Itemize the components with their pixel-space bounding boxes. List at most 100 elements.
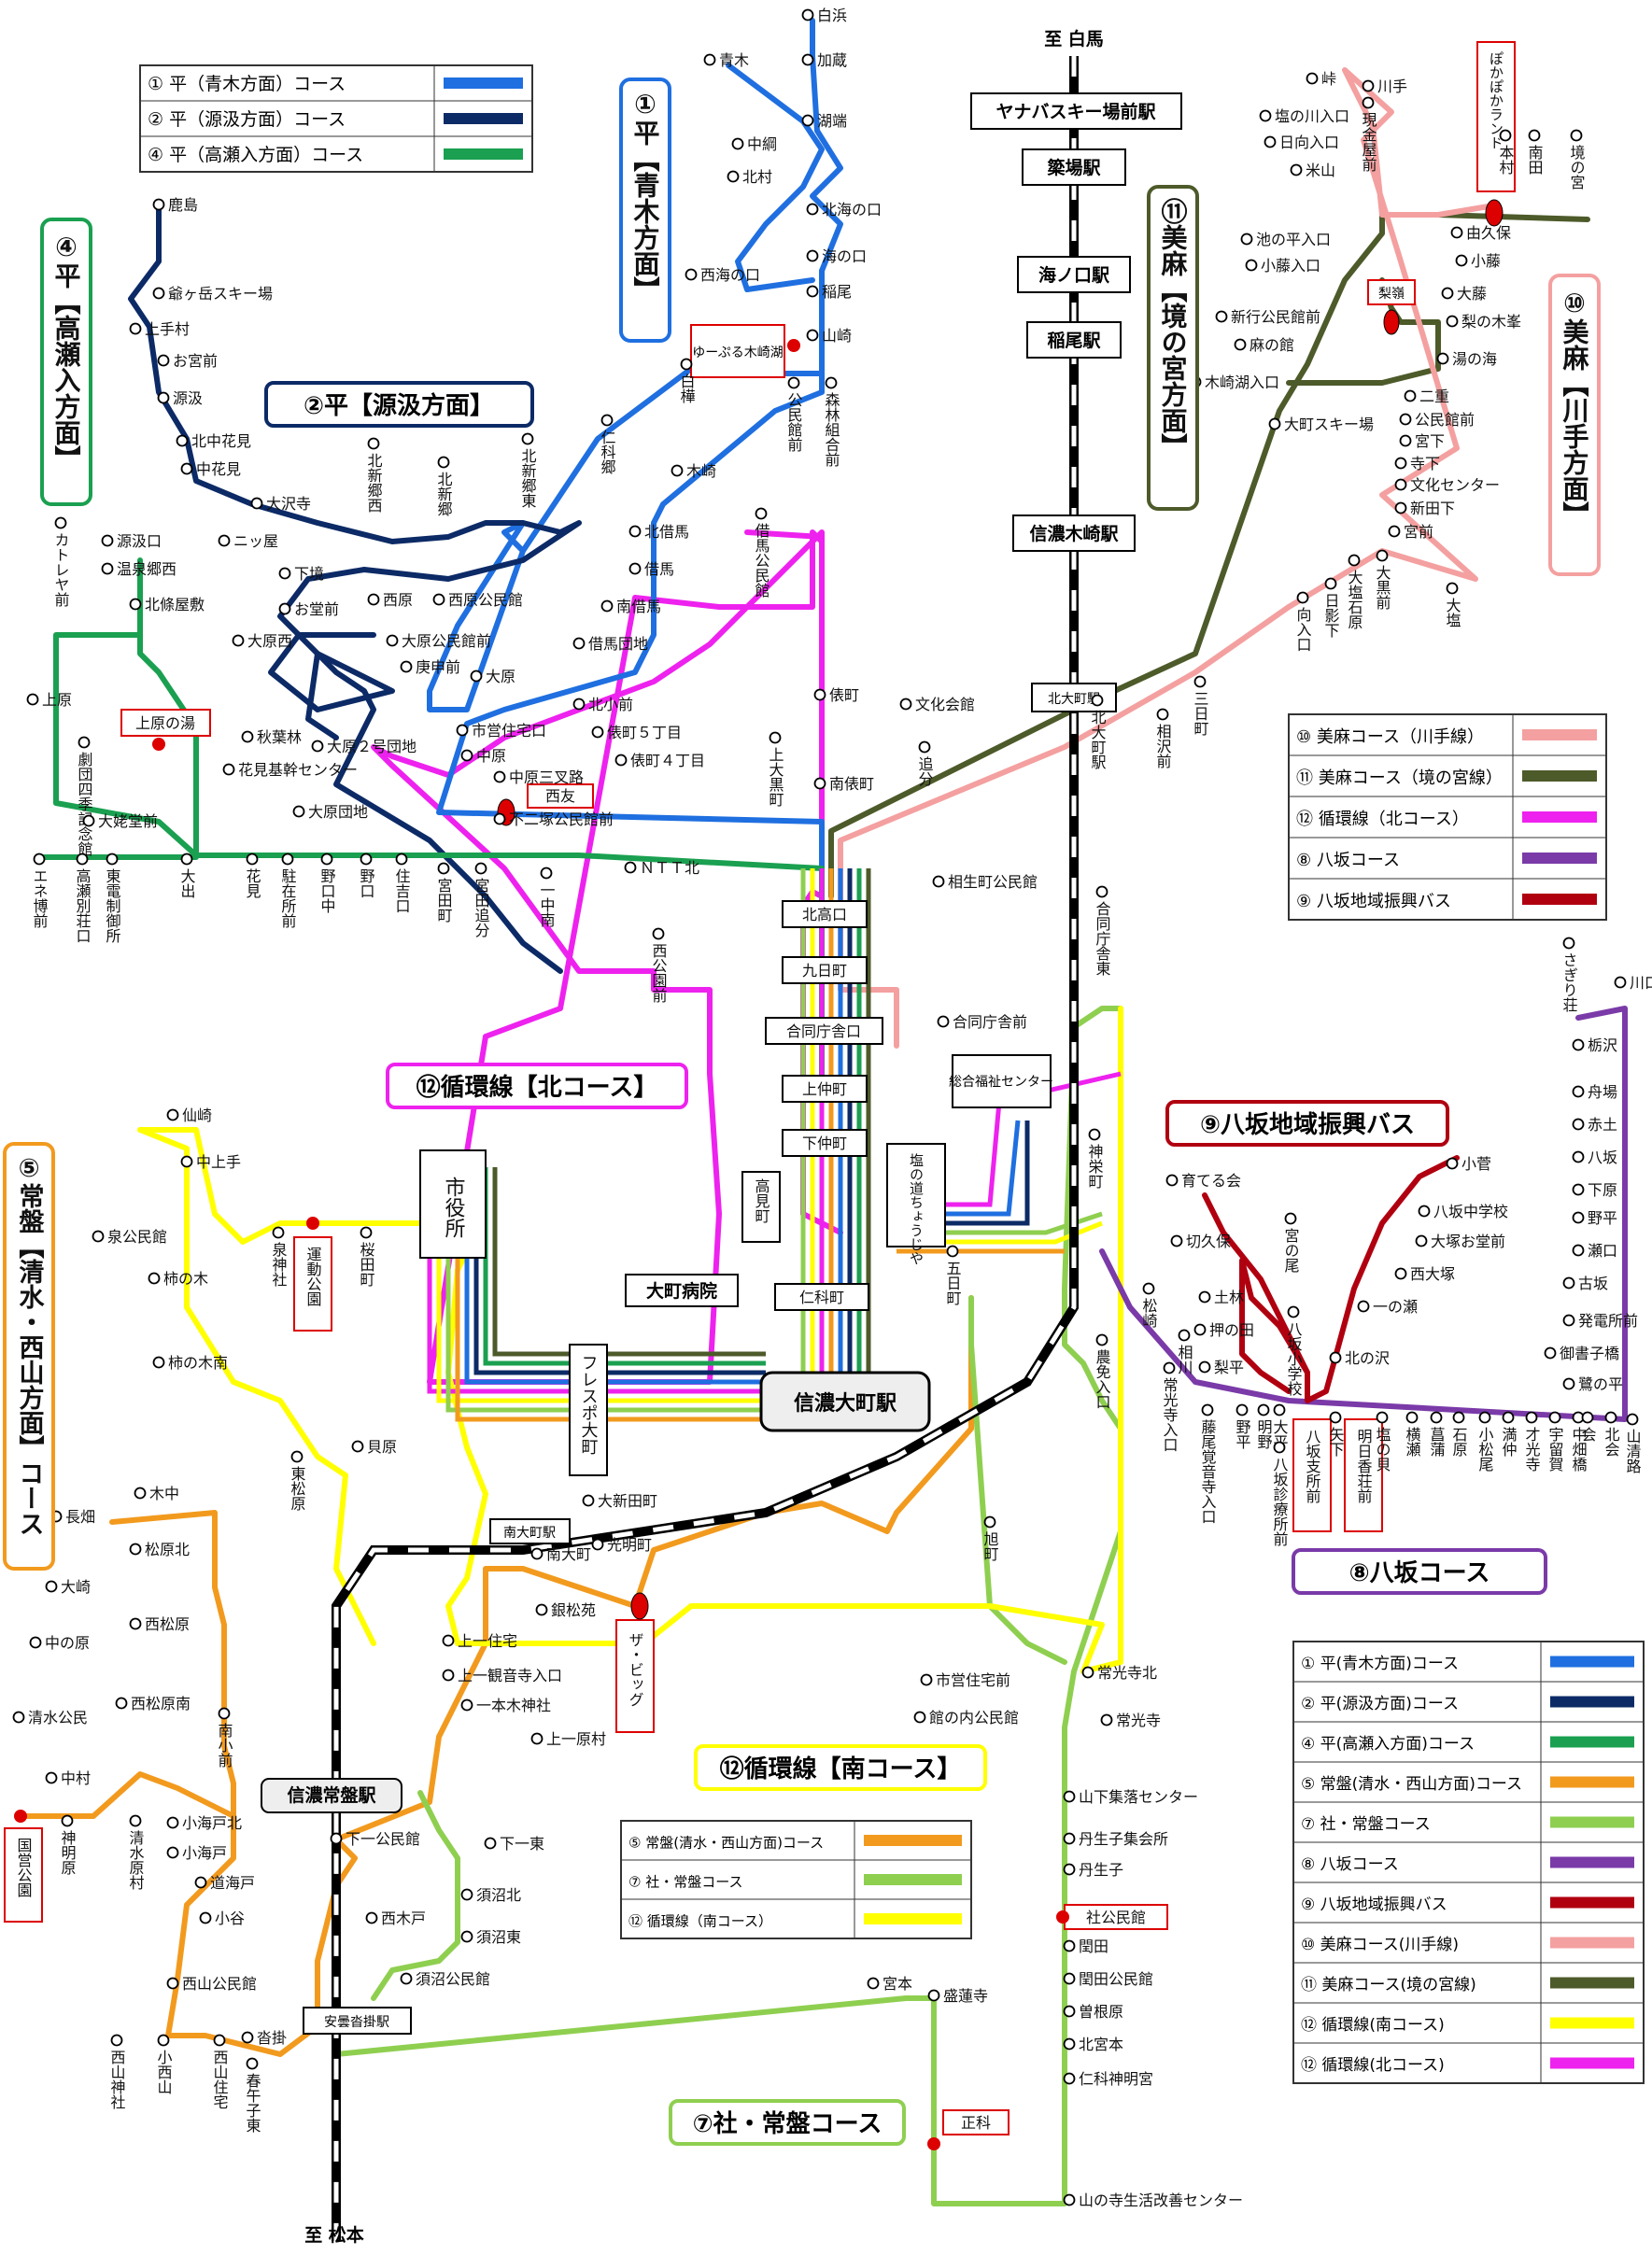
bus-stop-marker[interactable]	[937, 1015, 950, 1028]
bus-stop-marker[interactable]	[1063, 2037, 1076, 2051]
bus-stop-marker[interactable]	[1357, 1300, 1370, 1313]
station-minami-omachi[interactable]: 南大町駅	[489, 1518, 571, 1544]
bus-stop-marker[interactable]	[946, 1245, 959, 1258]
bus-stop-marker[interactable]	[1604, 1411, 1617, 1424]
poi-undo-koen[interactable]: 運動公園	[293, 1217, 332, 1332]
bus-stop-marker[interactable]	[218, 534, 231, 547]
station-yanaba-ski[interactable]: ヤナバスキー場前駅	[970, 92, 1182, 130]
bus-stop-marker[interactable]	[521, 432, 534, 445]
bus-stop-marker[interactable]	[1528, 129, 1541, 142]
bus-stop-marker[interactable]	[1329, 1351, 1342, 1364]
bus-stop-marker[interactable]	[1544, 1346, 1557, 1360]
bus-stop-marker[interactable]	[278, 567, 291, 580]
bus-stop-marker[interactable]	[1063, 2072, 1076, 2085]
bus-stop-marker[interactable]	[367, 437, 380, 450]
bus-stop-marker[interactable]	[460, 1930, 473, 1943]
bus-stop-marker[interactable]	[1273, 1441, 1286, 1454]
bus-stop-marker[interactable]	[1446, 582, 1459, 595]
bus-stop-marker[interactable]	[1198, 1360, 1211, 1374]
bus-stop-marker[interactable]	[1063, 1832, 1076, 1845]
bus-stop-marker[interactable]	[600, 414, 614, 427]
bus-stop-marker[interactable]	[1362, 79, 1375, 92]
bus-stop-marker[interactable]	[157, 391, 170, 404]
bus-stop-marker[interactable]	[272, 1226, 285, 1239]
bus-stop-marker[interactable]	[360, 853, 373, 866]
bus-stop-marker[interactable]	[932, 875, 945, 888]
bus-stop-marker[interactable]	[1100, 1713, 1113, 1726]
bus-stop-marker[interactable]	[129, 1814, 142, 1827]
bus-stop-marker[interactable]	[1581, 1411, 1594, 1424]
bus-stop-marker[interactable]	[1257, 1403, 1270, 1416]
bus-stop-marker[interactable]	[129, 1617, 142, 1630]
bus-stop-marker[interactable]	[1170, 1234, 1183, 1247]
poi-kokuei-koen[interactable]: 国営公園	[4, 1810, 43, 1923]
bus-stop-marker[interactable]	[1324, 577, 1337, 590]
bus-stop-marker[interactable]	[1088, 1128, 1101, 1141]
bus-stop-marker[interactable]	[456, 724, 469, 737]
bus-stop-marker[interactable]	[129, 1543, 142, 1556]
poi-shoshina[interactable]: 正科	[927, 2109, 1010, 2150]
bus-stop-marker[interactable]	[76, 853, 89, 866]
bus-stop-marker[interactable]	[281, 853, 294, 866]
bus-stop-marker[interactable]	[1273, 1403, 1286, 1416]
landmark-fresbo[interactable]: フレスポ大町	[569, 1344, 608, 1476]
bus-stop-marker[interactable]	[1362, 96, 1375, 109]
bus-stop-marker[interactable]	[241, 730, 254, 743]
bus-stop-marker[interactable]	[731, 137, 744, 150]
bus-stop-marker[interactable]	[1376, 1411, 1389, 1424]
bus-stop-marker[interactable]	[241, 2031, 254, 2044]
bus-stop-marker[interactable]	[535, 1603, 548, 1616]
bus-stop-marker[interactable]	[54, 516, 67, 529]
bus-stop-marker[interactable]	[152, 287, 165, 300]
bus-stop-marker[interactable]	[628, 525, 642, 538]
bus-stop-marker[interactable]	[152, 1356, 165, 1369]
bus-stop-marker[interactable]	[1235, 1403, 1249, 1416]
bus-stop-marker[interactable]	[920, 1673, 933, 1686]
bus-stop-marker[interactable]	[484, 1837, 497, 1850]
poi-yasaka-shisho[interactable]: 八坂支所前	[1292, 1418, 1332, 1532]
bus-stop-marker[interactable]	[572, 637, 586, 650]
bus-stop-marker[interactable]	[1095, 1333, 1108, 1346]
bus-stop-marker[interactable]	[1081, 1666, 1094, 1679]
bus-stop-marker[interactable]	[1376, 549, 1389, 562]
bus-stop-marker[interactable]	[1572, 1183, 1585, 1196]
bus-stop-marker[interactable]	[1193, 1323, 1207, 1336]
bus-stop-marker[interactable]	[1091, 694, 1104, 707]
bus-stop-marker[interactable]	[806, 249, 819, 262]
bus-stop-marker[interactable]	[129, 322, 142, 335]
bus-stop-marker[interactable]	[129, 598, 142, 611]
bus-stop-marker[interactable]	[1201, 1403, 1214, 1416]
bus-stop-marker[interactable]	[470, 669, 483, 683]
bus-stop-marker[interactable]	[1259, 109, 1272, 122]
bus-stop-marker[interactable]	[591, 1538, 604, 1551]
bus-stop-marker[interactable]	[92, 1230, 105, 1243]
bus-stop-marker[interactable]	[400, 660, 413, 673]
bus-stop-marker[interactable]	[1394, 501, 1407, 514]
bus-stop-marker[interactable]	[1436, 352, 1449, 365]
poi-kamihara-yu[interactable]: 上原の湯	[120, 709, 211, 751]
bus-stop-marker[interactable]	[166, 1108, 179, 1121]
poi-nashinoki[interactable]: 梨嶺	[1367, 279, 1416, 335]
bus-stop-marker[interactable]	[1450, 226, 1463, 239]
bus-stop-marker[interactable]	[1572, 1038, 1585, 1051]
bus-stop-marker[interactable]	[755, 507, 768, 520]
bus-stop-marker[interactable]	[194, 1876, 207, 1889]
bus-stop-marker[interactable]	[927, 1989, 940, 2002]
bus-stop-marker[interactable]	[899, 698, 912, 711]
poi-yuburu[interactable]: ゆーぷる木崎湖	[690, 324, 800, 378]
bus-stop-marker[interactable]	[1245, 259, 1258, 272]
bus-stop-marker[interactable]	[1287, 1305, 1300, 1318]
bus-stop-marker[interactable]	[671, 464, 684, 477]
bus-stop-marker[interactable]	[1063, 1939, 1076, 1952]
landmark-shimonakamachi[interactable]: 下仲町	[782, 1129, 868, 1157]
bus-stop-marker[interactable]	[442, 1669, 455, 1682]
bus-stop-marker[interactable]	[1614, 976, 1627, 989]
bus-stop-marker[interactable]	[460, 749, 473, 762]
bus-stop-marker[interactable]	[1329, 1411, 1342, 1424]
bus-stop-marker[interactable]	[1562, 1377, 1575, 1390]
bus-stop-marker[interactable]	[1063, 2005, 1076, 2018]
bus-stop-marker[interactable]	[1525, 1411, 1538, 1424]
station-kita-omachi[interactable]: 北大町駅	[1031, 683, 1117, 712]
bus-stop-marker[interactable]	[61, 1814, 74, 1827]
bus-stop-marker[interactable]	[1296, 591, 1309, 604]
